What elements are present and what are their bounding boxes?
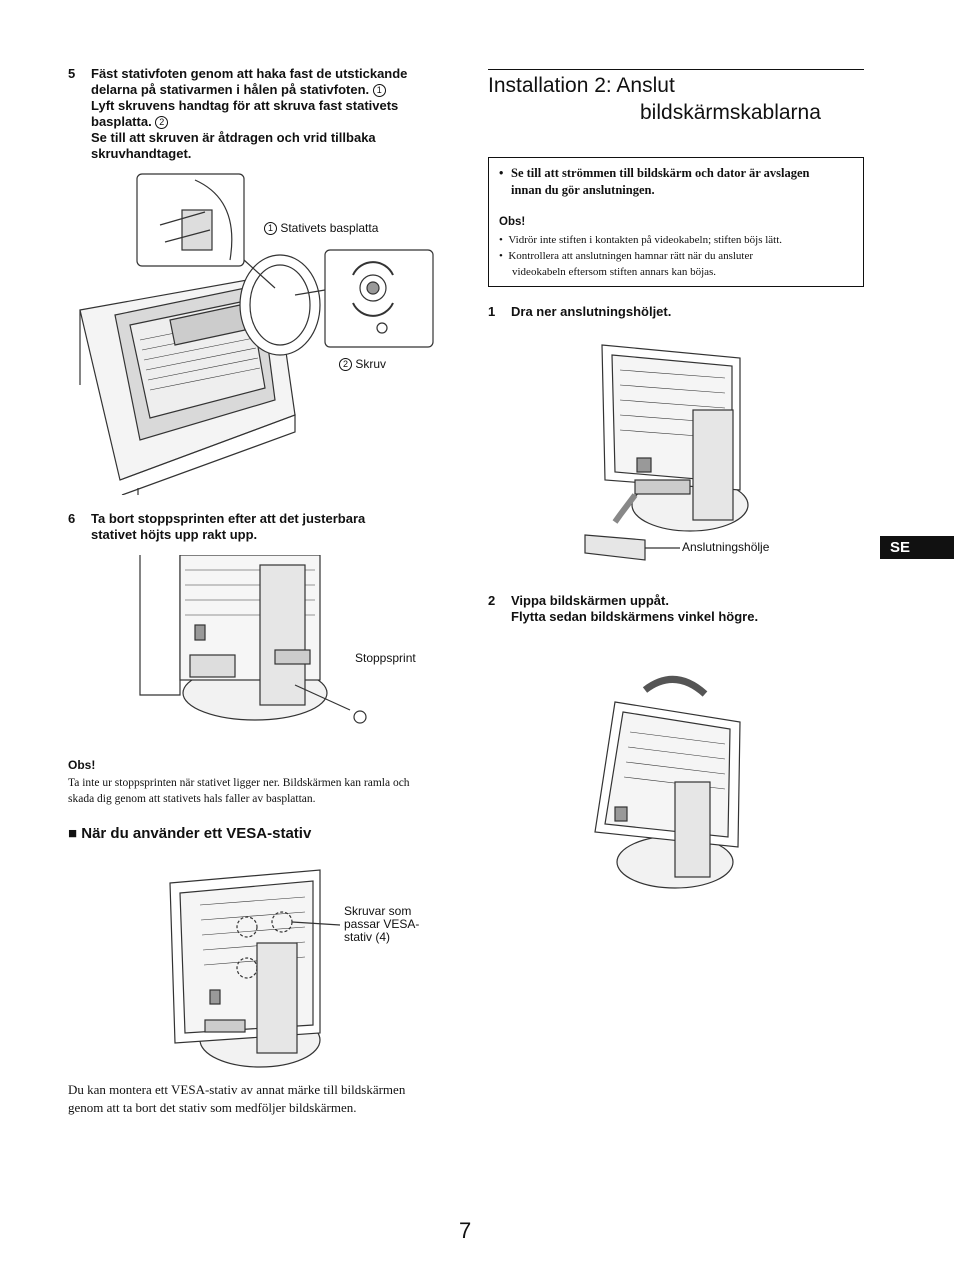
vesa-paragraph-line: Du kan montera ett VESA-stativ av annat … <box>68 1082 406 1097</box>
warning-text: • Se till att strömmen till bildskärm oc… <box>499 165 810 199</box>
stand-attach-illustration <box>79 173 434 495</box>
warning-box: • Se till att strömmen till bildskärm oc… <box>488 157 864 287</box>
figure-label-vesa-screws: Skruvar som passar VESA- stativ (4) <box>344 905 419 944</box>
box-list-item: • Kontrollera att anslutningen hamnar rä… <box>499 250 754 262</box>
vesa-paragraph: Du kan montera ett VESA-stativ av annat … <box>68 1081 468 1117</box>
step-5-line: basplatta. 2 <box>91 114 451 130</box>
step-6-line: stativet höjts upp rakt upp. <box>91 527 258 542</box>
section-title: Installation 2: Anslut bildskärmskablarn… <box>488 72 821 126</box>
marker-1: 1 <box>372 84 386 97</box>
bullet-icon: • <box>499 250 503 262</box>
box-obs-title: Obs! <box>499 216 526 228</box>
note-line: skada dig genom att stativets hals falle… <box>68 793 316 805</box>
step-5-line: Lyft skruvens handtag för att skruva fas… <box>91 98 399 113</box>
step-6-number: 6 <box>68 511 76 526</box>
box-list: • Vidrör inte stiften i kontakten på vid… <box>499 232 782 280</box>
figure-label-connector-cover: Anslutningshölje <box>682 540 770 554</box>
box-list-item-cont: videokabeln eftersom stiften annars kan … <box>512 266 717 278</box>
marker-2: 2 <box>339 358 352 371</box>
step-5-line: delarna på stativarmen i hålen på stativ… <box>91 82 451 98</box>
page-number: 7 <box>459 1218 472 1243</box>
vesa-label-line: passar VESA- <box>344 917 420 931</box>
marker-1: 1 <box>264 222 277 235</box>
box-list-item: • Vidrör inte stiften i kontakten på vid… <box>499 234 783 246</box>
vesa-label-line: stativ (4) <box>344 930 391 944</box>
note-line: Ta inte ur stoppsprinten när stativet li… <box>68 777 410 789</box>
step-5-line: Se till att skruven är åtdragen och vrid… <box>91 130 376 145</box>
bullet-icon: • <box>499 166 504 180</box>
step-2-line: Vippa bildskärmen uppåt. <box>511 593 669 608</box>
step-6-text: Ta bort stoppsprinten efter att det just… <box>91 511 451 543</box>
step-5-number: 5 <box>68 66 76 81</box>
language-tab: SE <box>880 536 954 559</box>
step-2-text: Vippa bildskärmen uppåt. Flytta sedan bi… <box>511 593 758 625</box>
step-6-line: Ta bort stoppsprinten efter att det just… <box>91 511 366 526</box>
note-title: Obs! <box>68 758 96 772</box>
step-5-line: skruvhandtaget. <box>91 146 192 161</box>
bullet-icon: • <box>499 234 503 246</box>
stopper-pin-illustration <box>139 555 367 724</box>
square-bullet-icon: ■ <box>68 825 78 842</box>
note-text: Ta inte ur stoppsprinten när stativet li… <box>68 775 448 807</box>
vesa-screws-illustration <box>169 869 341 1068</box>
section-title-line: Installation 2: Anslut <box>488 74 675 97</box>
step-5-line: Fäst stativfoten genom att haka fast de … <box>91 66 408 81</box>
vesa-label-line: Skruvar som <box>344 904 412 918</box>
section-title-line: bildskärmskablarna <box>640 101 821 124</box>
step-2-line: Flytta sedan bildskärmens vinkel högre. <box>511 609 759 624</box>
warning-line: innan du gör anslutningen. <box>511 183 655 197</box>
figure-label-stopper-pin: Stoppsprint <box>355 651 416 665</box>
vesa-heading: ■ När du använder ett VESA-stativ <box>68 825 312 842</box>
step-1-text: Dra ner anslutningshöljet. <box>511 304 672 319</box>
figure-label-screw: 2 Skruv <box>339 357 386 371</box>
step-5-text: Fäst stativfoten genom att haka fast de … <box>91 66 451 162</box>
connector-cover-illustration <box>584 344 749 561</box>
step-1-number: 1 <box>488 304 496 319</box>
warning-line: Se till att strömmen till bildskärm och … <box>511 166 810 180</box>
marker-2: 2 <box>155 116 169 129</box>
step-2-number: 2 <box>488 593 496 608</box>
title-rule <box>488 69 864 70</box>
vesa-paragraph-line: genom att ta bort det stativ som medfölj… <box>68 1100 357 1115</box>
tilt-monitor-illustration <box>594 675 741 889</box>
figure-label-base-plate: 1 Stativets basplatta <box>264 221 378 235</box>
